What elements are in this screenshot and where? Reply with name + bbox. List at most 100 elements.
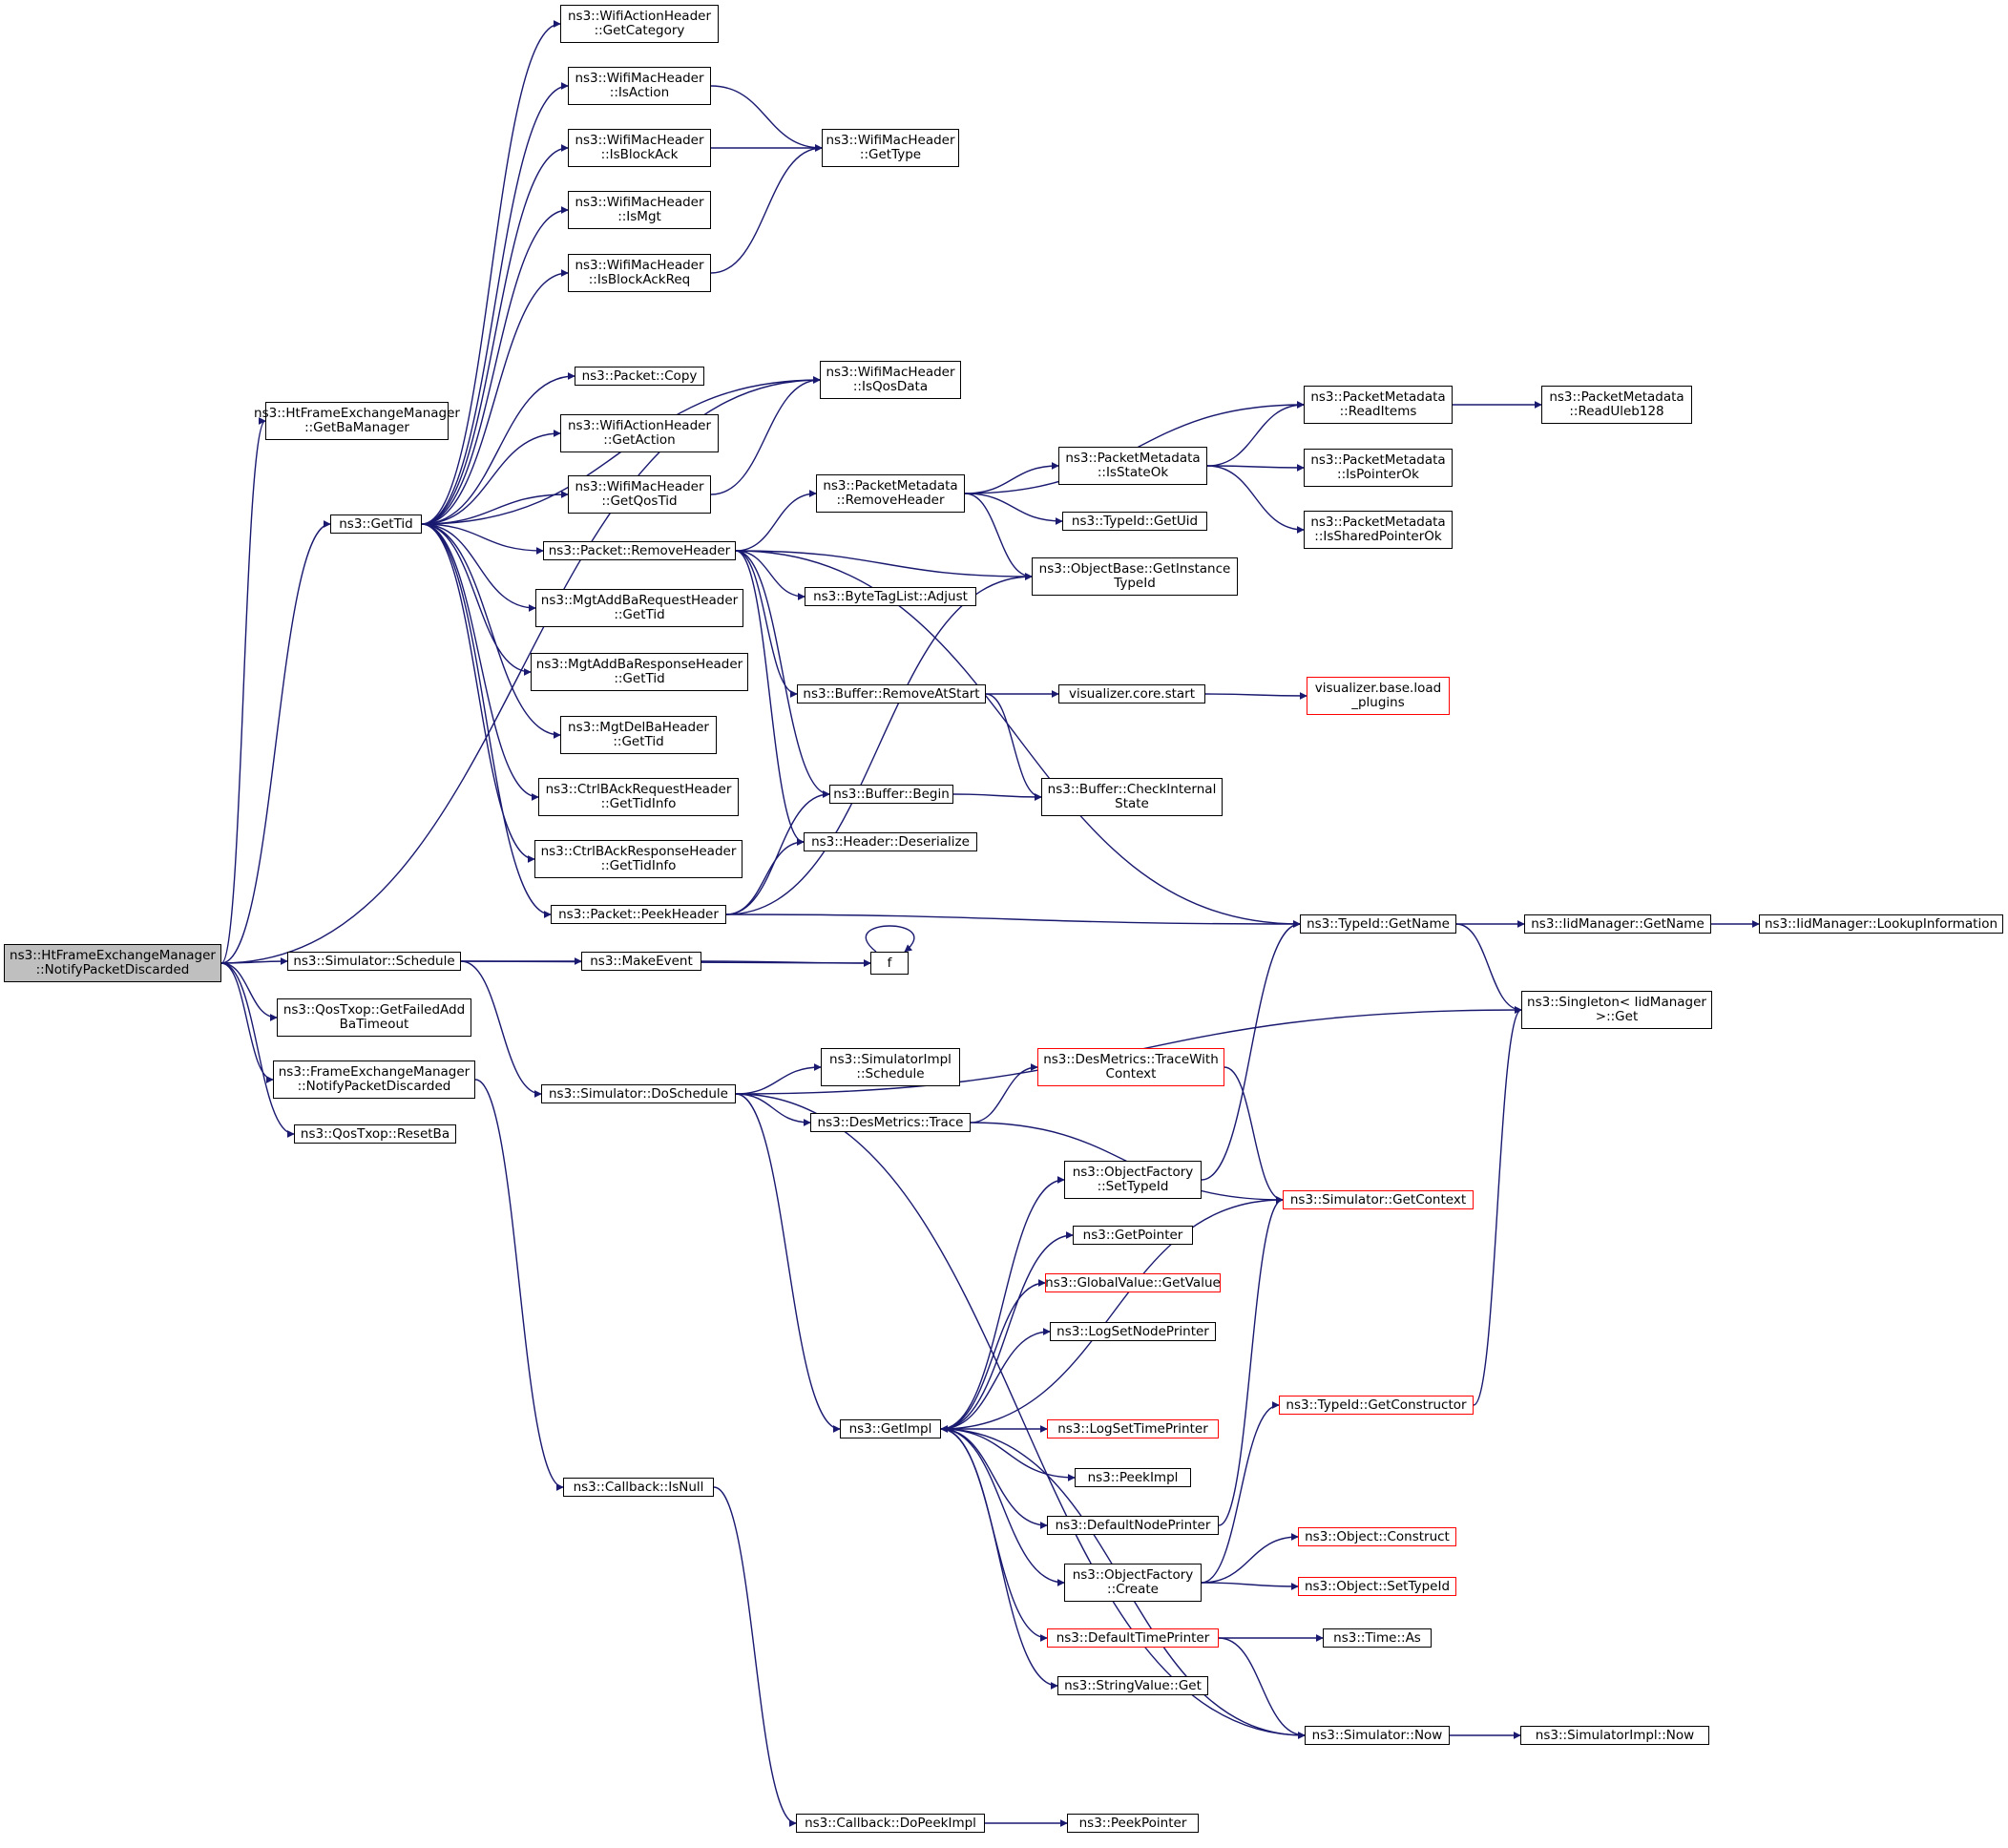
node-ctrlReqTidInfo[interactable]: ns3::CtrlBAckRequestHeader ::GetTidInfo bbox=[538, 778, 739, 816]
edge-packetRemoveHeader-to-pmRemoveHeader bbox=[735, 490, 817, 552]
edge-packetPeekHeader-to-typeIdGetName bbox=[725, 914, 1301, 928]
edge-packetRemoveHeader-to-getInstanceTypeId bbox=[735, 550, 1033, 580]
node-getBaManager[interactable]: ns3::HtFrameExchangeManager ::GetBaManag… bbox=[254, 402, 460, 440]
node-logSetTimePrinter[interactable]: ns3::LogSetTimePrinter bbox=[1047, 1419, 1219, 1438]
edge-getImpl-to-ofSetTypeId bbox=[940, 1176, 1065, 1430]
edge-pmRemoveHeader-to-getInstanceTypeId bbox=[964, 493, 1033, 580]
node-callbackIsNull[interactable]: ns3::Callback::IsNull bbox=[563, 1478, 714, 1497]
edge-isBlockAckReq-to-getType bbox=[710, 144, 823, 274]
edge-schedule-to-doSchedule bbox=[460, 960, 542, 1098]
node-makeEvent[interactable]: ns3::MakeEvent bbox=[581, 952, 701, 971]
node-ofSetTypeId[interactable]: ns3::ObjectFactory ::SetTypeId bbox=[1064, 1161, 1202, 1199]
node-pmIsPointerOk[interactable]: ns3::PacketMetadata ::IsPointerOk bbox=[1304, 449, 1453, 487]
node-peekPointer[interactable]: ns3::PeekPointer bbox=[1067, 1814, 1199, 1833]
node-typeIdGetUid[interactable]: ns3::TypeId::GetUid bbox=[1062, 512, 1207, 531]
node-headerDeserialize[interactable]: ns3::Header::Deserialize bbox=[804, 832, 977, 851]
node-defaultNodePrinter[interactable]: ns3::DefaultNodePrinter bbox=[1047, 1516, 1219, 1535]
node-timeAs[interactable]: ns3::Time::As bbox=[1323, 1628, 1432, 1648]
node-defaultTimePrinter[interactable]: ns3::DefaultTimePrinter bbox=[1047, 1628, 1219, 1648]
node-visBaseLoad[interactable]: visualizer.base.load _plugins bbox=[1307, 677, 1450, 715]
node-pmRemoveHeader[interactable]: ns3::PacketMetadata ::RemoveHeader bbox=[816, 474, 965, 513]
node-getInstanceTypeId[interactable]: ns3::ObjectBase::GetInstance TypeId bbox=[1032, 557, 1238, 596]
node-bufferRemoveAtStart[interactable]: ns3::Buffer::RemoveAtStart bbox=[797, 684, 986, 704]
node-singletonGet[interactable]: ns3::Singleton< IidManager >::Get bbox=[1521, 991, 1712, 1029]
edge-ofCreate-to-typeIdGetConstructor bbox=[1201, 1401, 1280, 1584]
node-getAction[interactable]: ns3::WifiActionHeader ::GetAction bbox=[560, 414, 719, 452]
node-isQosData[interactable]: ns3::WifiMacHeader ::IsQosData bbox=[820, 361, 961, 399]
node-visCoreStart[interactable]: visualizer.core.start bbox=[1058, 684, 1205, 704]
edge-ofCreate-to-objectSetTypeId bbox=[1201, 1582, 1299, 1590]
node-typeIdGetName[interactable]: ns3::TypeId::GetName bbox=[1300, 914, 1456, 934]
node-root[interactable]: ns3::HtFrameExchangeManager ::NotifyPack… bbox=[4, 944, 221, 982]
node-getTid[interactable]: ns3::GetTid bbox=[330, 514, 422, 534]
node-checkInternalState[interactable]: ns3::Buffer::CheckInternal State bbox=[1041, 778, 1223, 816]
edge-getImpl-to-ofCreate bbox=[940, 1428, 1065, 1586]
node-logSetNodePrinter[interactable]: ns3::LogSetNodePrinter bbox=[1050, 1322, 1216, 1341]
node-objectConstruct[interactable]: ns3::Object::Construct bbox=[1298, 1527, 1456, 1546]
edge-makeEvent-to-f bbox=[701, 958, 871, 967]
node-addBaReqGetTid[interactable]: ns3::MgtAddBaRequestHeader ::GetTid bbox=[535, 589, 743, 627]
node-iidGetName[interactable]: ns3::IidManager::GetName bbox=[1524, 914, 1711, 934]
node-getContext[interactable]: ns3::Simulator::GetContext bbox=[1283, 1190, 1474, 1209]
edge-getTid-to-isMgt bbox=[421, 206, 569, 525]
edge-typeIdGetName-to-singletonGet bbox=[1455, 923, 1522, 1014]
node-isMgt[interactable]: ns3::WifiMacHeader ::IsMgt bbox=[568, 191, 711, 229]
node-isAction[interactable]: ns3::WifiMacHeader ::IsAction bbox=[568, 67, 711, 105]
node-isBlockAckReq[interactable]: ns3::WifiMacHeader ::IsBlockAckReq bbox=[568, 254, 711, 292]
node-peekImpl[interactable]: ns3::PeekImpl bbox=[1075, 1468, 1191, 1487]
node-globalGetValue[interactable]: ns3::GlobalValue::GetValue bbox=[1045, 1273, 1221, 1292]
node-pmIsSharedPointerOk[interactable]: ns3::PacketMetadata ::IsSharedPointerOk bbox=[1304, 511, 1453, 549]
node-isBlockAck[interactable]: ns3::WifiMacHeader ::IsBlockAck bbox=[568, 129, 711, 167]
node-ofCreate[interactable]: ns3::ObjectFactory ::Create bbox=[1064, 1564, 1202, 1602]
node-simImplSchedule[interactable]: ns3::SimulatorImpl ::Schedule bbox=[821, 1048, 960, 1086]
node-getType[interactable]: ns3::WifiMacHeader ::GetType bbox=[822, 129, 959, 167]
node-iidLookup[interactable]: ns3::IidManager::LookupInformation bbox=[1759, 914, 2003, 934]
node-typeIdGetConstructor[interactable]: ns3::TypeId::GetConstructor bbox=[1279, 1396, 1474, 1415]
node-doSchedule[interactable]: ns3::Simulator::DoSchedule bbox=[541, 1084, 736, 1103]
node-ctrlRespTidInfo[interactable]: ns3::CtrlBAckResponseHeader ::GetTidInfo bbox=[534, 840, 743, 878]
node-packetRemoveHeader[interactable]: ns3::Packet::RemoveHeader bbox=[543, 541, 736, 560]
edge-getTid-to-addBaReqGetTid bbox=[421, 523, 536, 612]
node-packetPeekHeader[interactable]: ns3::Packet::PeekHeader bbox=[551, 905, 726, 924]
edge-getQosTid-to-isQosData bbox=[710, 376, 821, 495]
edge-doSchedule-to-simulatorNow bbox=[735, 1093, 1306, 1739]
node-bufferBegin[interactable]: ns3::Buffer::Begin bbox=[829, 785, 953, 804]
node-getQosTid[interactable]: ns3::WifiMacHeader ::GetQosTid bbox=[568, 475, 711, 514]
node-desTraceWithContext[interactable]: ns3::DesMetrics::TraceWith Context bbox=[1037, 1048, 1224, 1086]
node-objectSetTypeId[interactable]: ns3::Object::SetTypeId bbox=[1298, 1577, 1456, 1596]
node-simulatorNow[interactable]: ns3::Simulator::Now bbox=[1305, 1726, 1450, 1745]
node-simImplNow[interactable]: ns3::SimulatorImpl::Now bbox=[1520, 1726, 1709, 1745]
node-resetBa[interactable]: ns3::QosTxop::ResetBa bbox=[294, 1124, 456, 1144]
edge-visCoreStart-to-visBaseLoad bbox=[1204, 691, 1307, 700]
edge-desTrace-to-desTraceWithContext bbox=[970, 1063, 1038, 1124]
edge-f-self-loop bbox=[865, 925, 915, 953]
node-schedule[interactable]: ns3::Simulator::Schedule bbox=[287, 952, 461, 971]
node-getPointer[interactable]: ns3::GetPointer bbox=[1073, 1226, 1193, 1245]
node-stringValueGet[interactable]: ns3::StringValue::Get bbox=[1057, 1676, 1208, 1695]
node-femNotify[interactable]: ns3::FrameExchangeManager ::NotifyPacket… bbox=[273, 1060, 475, 1099]
node-desTrace[interactable]: ns3::DesMetrics::Trace bbox=[810, 1113, 971, 1132]
edge-pmRemoveHeader-to-pmIsStateOk bbox=[964, 462, 1059, 494]
node-pmIsStateOk[interactable]: ns3::PacketMetadata ::IsStateOk bbox=[1058, 447, 1207, 485]
node-addBaRespGetTid[interactable]: ns3::MgtAddBaResponseHeader ::GetTid bbox=[531, 653, 748, 691]
node-getFailedAddBa[interactable]: ns3::QosTxop::GetFailedAdd BaTimeout bbox=[277, 998, 471, 1037]
node-packetCopy[interactable]: ns3::Packet::Copy bbox=[575, 367, 704, 386]
node-getImpl[interactable]: ns3::GetImpl bbox=[840, 1419, 941, 1438]
edge-getImpl-to-stringValueGet bbox=[940, 1428, 1058, 1690]
edge-packetRemoveHeader-to-bufferRemoveAtStart bbox=[735, 550, 798, 698]
edge-bufferRemoveAtStart-to-checkInternalState bbox=[985, 693, 1042, 801]
node-callbackDoPeekImpl[interactable]: ns3::Callback::DoPeekImpl bbox=[796, 1814, 985, 1833]
edge-typeIdGetConstructor-to-singletonGet bbox=[1473, 1006, 1522, 1406]
node-pmReadItems[interactable]: ns3::PacketMetadata ::ReadItems bbox=[1304, 386, 1453, 424]
edge-ofCreate-to-objectConstruct bbox=[1201, 1533, 1299, 1584]
node-getCategory[interactable]: ns3::WifiActionHeader ::GetCategory bbox=[560, 5, 719, 43]
edge-pmIsStateOk-to-pmReadItems bbox=[1206, 401, 1305, 467]
edge-isAction-to-getType bbox=[710, 85, 823, 152]
node-byteTagAdjust[interactable]: ns3::ByteTagList::Adjust bbox=[805, 587, 976, 606]
node-pmReadUleb[interactable]: ns3::PacketMetadata ::ReadUleb128 bbox=[1541, 386, 1692, 424]
edge-pmIsStateOk-to-pmIsSharedPointerOk bbox=[1206, 465, 1305, 534]
edge-bufferBegin-to-checkInternalState bbox=[952, 792, 1042, 801]
node-f[interactable]: f bbox=[870, 952, 909, 975]
node-delBaGetTid[interactable]: ns3::MgtDelBaHeader ::GetTid bbox=[560, 716, 717, 754]
edge-getTid-to-delBaGetTid bbox=[421, 523, 561, 739]
